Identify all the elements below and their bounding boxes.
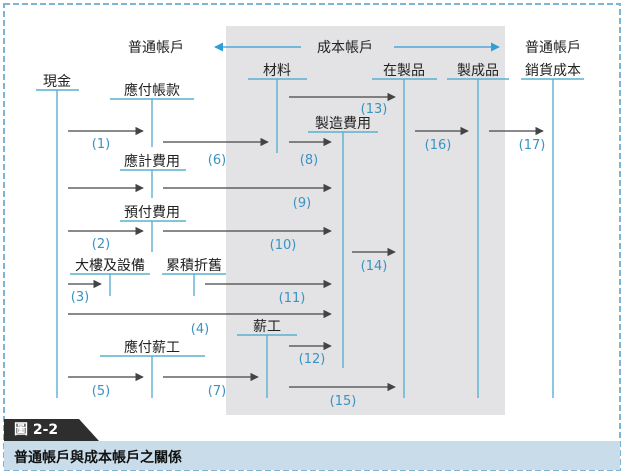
step-4: (4): [191, 322, 209, 337]
step-3: (3): [71, 290, 89, 305]
account-finished-goods: 製成品: [457, 63, 499, 79]
header-cost: 成本帳戶: [317, 40, 373, 56]
account-payroll: 薪工: [253, 319, 281, 335]
step-11: (11): [279, 291, 306, 306]
account-materials: 材料: [263, 63, 291, 79]
figure-tab: [4, 419, 99, 441]
header-general-right: 普通帳戶: [525, 40, 581, 56]
header-general-left: 普通帳戶: [128, 40, 184, 56]
figure-caption: 普通帳戶與成本帳戶之關係: [14, 450, 182, 466]
step-16: (16): [425, 138, 452, 153]
account-accounts-payable: 應付帳款: [124, 82, 180, 99]
step-9: (9): [293, 196, 311, 211]
account-accrued-expenses: 應計費用: [124, 153, 180, 170]
account-manufacturing-overhead: 製造費用: [315, 116, 371, 132]
account-work-in-process: 在製品: [383, 63, 425, 79]
account-cash: 現金: [43, 74, 71, 90]
account-accumulated-depreciation: 累積折舊: [166, 258, 222, 274]
step-7: (7): [208, 384, 226, 399]
step-1: (1): [92, 137, 110, 152]
account-building-equipment: 大樓及設備: [75, 258, 145, 274]
t-account-stems: [56, 79, 554, 398]
step-17: (17): [519, 138, 546, 153]
account-wages-payable: 應付薪工: [124, 339, 180, 356]
step-labels: (1) (2) (3) (4) (5) (6) (7) (8) (9) (10)…: [71, 102, 546, 409]
step-5: (5): [92, 384, 110, 399]
step-2: (2): [92, 237, 110, 252]
step-14: (14): [361, 259, 388, 274]
step-10: (10): [270, 238, 297, 253]
step-13: (13): [361, 102, 388, 117]
step-12: (12): [299, 352, 326, 367]
account-prepaid-expenses: 預付費用: [124, 205, 180, 221]
outer-frame: [3, 3, 621, 471]
figure-number: 圖 2-2: [14, 422, 59, 438]
step-6: (6): [208, 153, 226, 168]
step-15: (15): [330, 394, 357, 409]
step-8: (8): [300, 153, 318, 168]
account-cost-of-goods-sold: 銷貨成本: [525, 62, 581, 79]
cost-accounts-region: [226, 26, 505, 415]
flow-arrows: [68, 92, 544, 392]
caption-bar: 普通帳戶與成本帳戶之關係: [4, 441, 620, 470]
